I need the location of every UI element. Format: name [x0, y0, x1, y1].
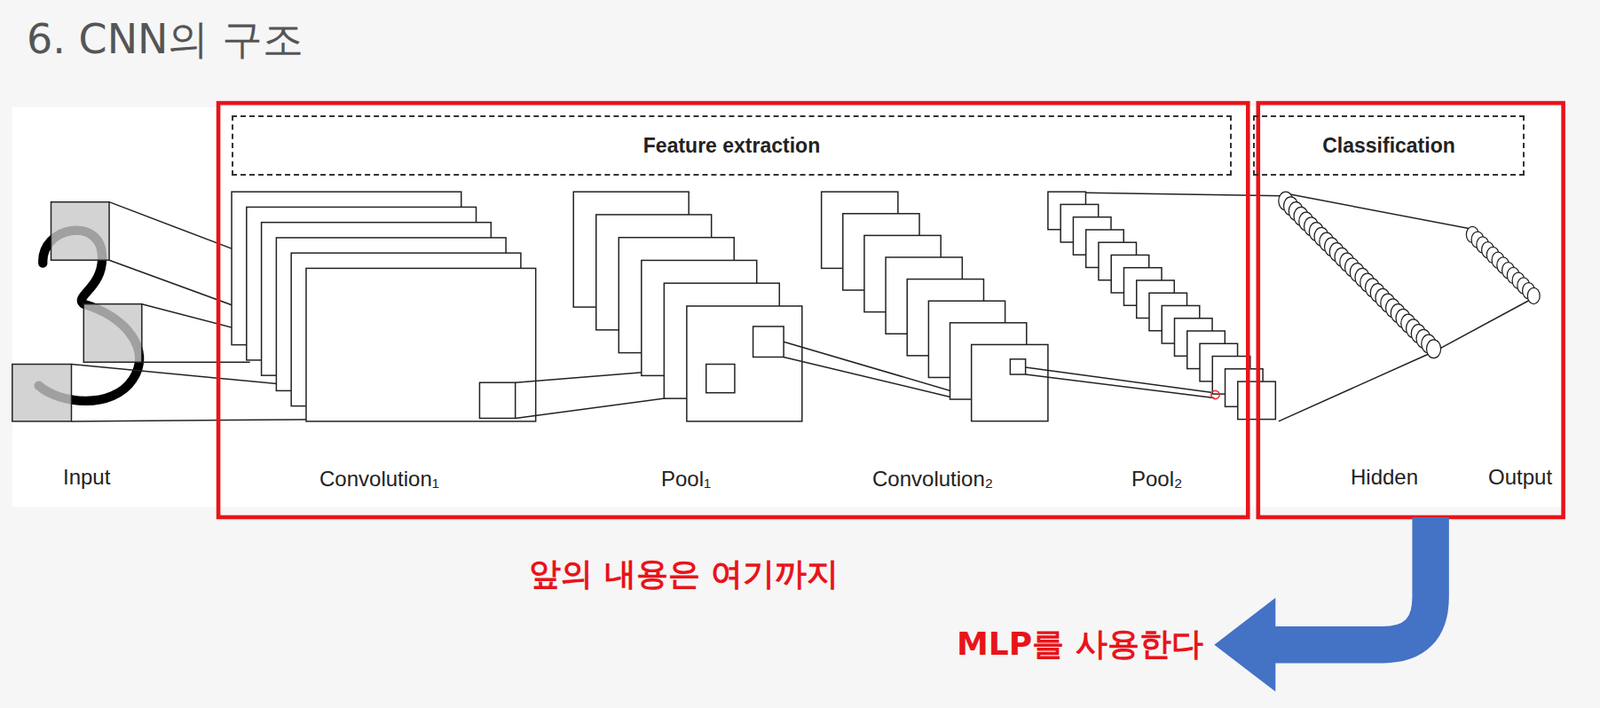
connection-line — [1025, 367, 1215, 394]
input-patch — [83, 304, 142, 363]
layer-label: Input — [63, 465, 111, 490]
panel-ground — [12, 107, 1564, 508]
layer-label: Convolution₂ — [872, 466, 994, 492]
connection-line — [1085, 192, 1282, 196]
group-heading: Classification — [1322, 133, 1456, 158]
kernel-window — [479, 382, 515, 418]
layer-label: Output — [1488, 465, 1553, 490]
connection-line — [141, 361, 251, 363]
kernel-window — [1009, 359, 1025, 375]
layer-label: Hidden — [1350, 465, 1419, 490]
feature-map — [971, 344, 1049, 421]
blue-arrow-body — [1265, 517, 1431, 646]
connection-line — [1025, 374, 1215, 398]
connection-line — [1434, 298, 1535, 353]
red-note: MLP를 사용한다 — [956, 622, 1204, 667]
layer-label: Pool₂ — [1131, 466, 1183, 492]
pooled-map — [686, 306, 803, 422]
red-note: 앞의 내용은 여기까지 — [528, 552, 839, 597]
slide-title: 6. CNN의 구조 — [26, 12, 304, 68]
output-neuron — [1527, 287, 1540, 304]
blue-arrow-head — [1213, 598, 1276, 693]
pointer-dot — [1211, 390, 1220, 399]
connection-line — [109, 260, 235, 307]
feature-region-box — [218, 102, 1248, 518]
feature-map — [306, 267, 536, 421]
hidden-neuron — [1426, 339, 1442, 359]
dashed-group-box: Classification — [1253, 115, 1525, 176]
pool-window — [706, 363, 735, 393]
network-drawing — [12, 191, 1540, 422]
kernel-window — [753, 326, 784, 357]
layer-label: Pool₁ — [661, 466, 711, 492]
dashed-group-box: Feature extraction — [231, 115, 1232, 176]
input-patch — [12, 363, 72, 421]
layer-label: Convolution₁ — [319, 466, 440, 492]
group-heading: Feature extraction — [643, 133, 820, 158]
connection-line — [1278, 354, 1429, 422]
input-patch — [50, 202, 110, 261]
classification-region-box — [1258, 102, 1564, 518]
